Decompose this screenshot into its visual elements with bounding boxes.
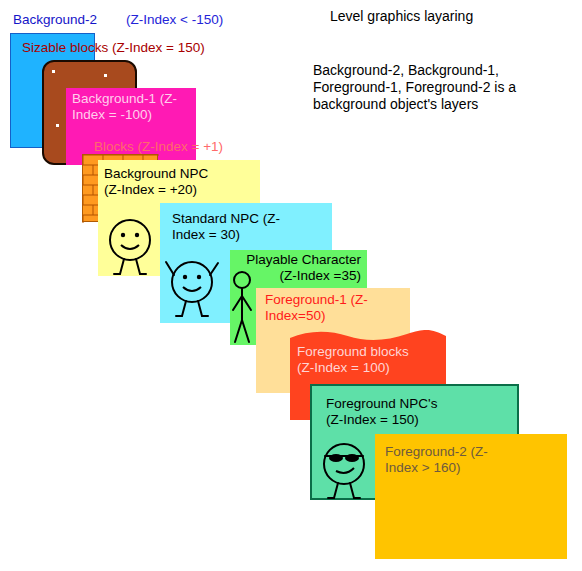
figure-stroke (140, 273, 146, 275)
npc-head (324, 444, 364, 484)
illustration-group (166, 262, 218, 316)
layer-label: Background NPC (Z-Index = +20) (104, 166, 229, 198)
layer-label: Foreground blocks (Z-Index = 100) (297, 344, 425, 376)
block-dot (104, 74, 107, 77)
npc-head (110, 220, 150, 260)
brick-joint (93, 165, 94, 175)
layer-label: Foreground-2 (Z-Index > 160) (385, 444, 503, 476)
figure-stroke (210, 263, 218, 275)
figure-stroke (198, 301, 202, 316)
stick-figure (242, 320, 249, 342)
brick-joint (83, 155, 159, 156)
stick-figure (235, 320, 242, 342)
stick-figure (233, 296, 242, 310)
illustration-group (110, 220, 150, 274)
figure-stroke (350, 483, 354, 498)
brick-joint (83, 175, 84, 185)
figure-stroke (328, 497, 334, 499)
text-holder: Background-1 (Z-Index = -100) (72, 91, 190, 123)
text-holder: Background NPC (Z-Index = +20) (104, 166, 229, 198)
stick-figure-head (234, 272, 250, 288)
text-holder: Foreground-2 (Z-Index > 160) (385, 444, 503, 476)
layer-label: Sizable blocks (Z-Index = 150) (22, 40, 205, 56)
figure-stroke (176, 315, 182, 317)
text-holder: Blocks (Z-Index = +1) (94, 139, 223, 155)
figure-stroke (182, 301, 186, 316)
figure-stroke (136, 259, 140, 274)
foreground-2-layer: Foreground-2 (Z-Index > 160) (375, 434, 567, 559)
note-text: Background-2, Background-1, Foreground-1… (313, 62, 518, 112)
text-holder: Standard NPC (Z-Index = 30) (172, 211, 287, 243)
text-holder: Foreground-1 (Z-Index=50) (265, 292, 383, 324)
text-holder: Sizable blocks (Z-Index = 150) (22, 40, 205, 56)
layer-label: Background-2 (13, 12, 97, 28)
diagram-title: Level graphics layaring (330, 8, 473, 25)
figure-stroke (354, 497, 360, 499)
npc-eye (197, 275, 201, 279)
layer-label: Foreground NPC's (Z-Index = 150) (326, 396, 456, 428)
figure-stroke (202, 315, 208, 317)
layer-label: (Z-Index < -150) (126, 12, 223, 28)
layer-label: Blocks (Z-Index = +1) (94, 139, 223, 155)
brick-joint (83, 215, 84, 223)
text-holder: Playable Character (Z-Index =35) (233, 252, 361, 284)
npc-mouth (183, 287, 201, 291)
figure-stroke (334, 483, 338, 498)
npc-mouth (336, 468, 354, 473)
text-holder: Background-2 (13, 12, 97, 28)
text-holder: Foreground NPC's (Z-Index = 150) (326, 396, 456, 428)
layer-label: Background-1 (Z-Index = -100) (72, 91, 190, 123)
illustration-group (233, 272, 251, 342)
brick-joint (93, 205, 94, 215)
npc-eye (135, 233, 139, 237)
brick-joint (83, 155, 84, 165)
npc-head (172, 262, 212, 302)
npc-mouth (121, 245, 139, 249)
title-holder: Level graphics layaring (330, 8, 473, 25)
figure-stroke (325, 455, 363, 457)
block-dot (56, 124, 59, 127)
layer-label: Foreground-1 (Z-Index=50) (265, 292, 383, 324)
text-holder: (Z-Index < -150) (126, 12, 223, 28)
block-dot (52, 70, 55, 73)
stick-figure (242, 296, 251, 310)
figure-stroke (166, 262, 174, 275)
brick-joint (93, 185, 94, 195)
figure-stroke (120, 259, 124, 274)
stick-figure (241, 288, 243, 320)
layer-label: Standard NPC (Z-Index = 30) (172, 211, 287, 243)
text-holder: Foreground blocks (Z-Index = 100) (297, 344, 425, 376)
brick-joint (83, 195, 84, 205)
figure-stroke (114, 273, 120, 275)
layer-label: Playable Character (Z-Index =35) (233, 252, 361, 284)
illustration-group (324, 444, 364, 498)
npc-eye (121, 233, 125, 237)
npc-eye (183, 275, 187, 279)
note-holder: Background-2, Background-1, Foreground-1… (313, 62, 518, 112)
